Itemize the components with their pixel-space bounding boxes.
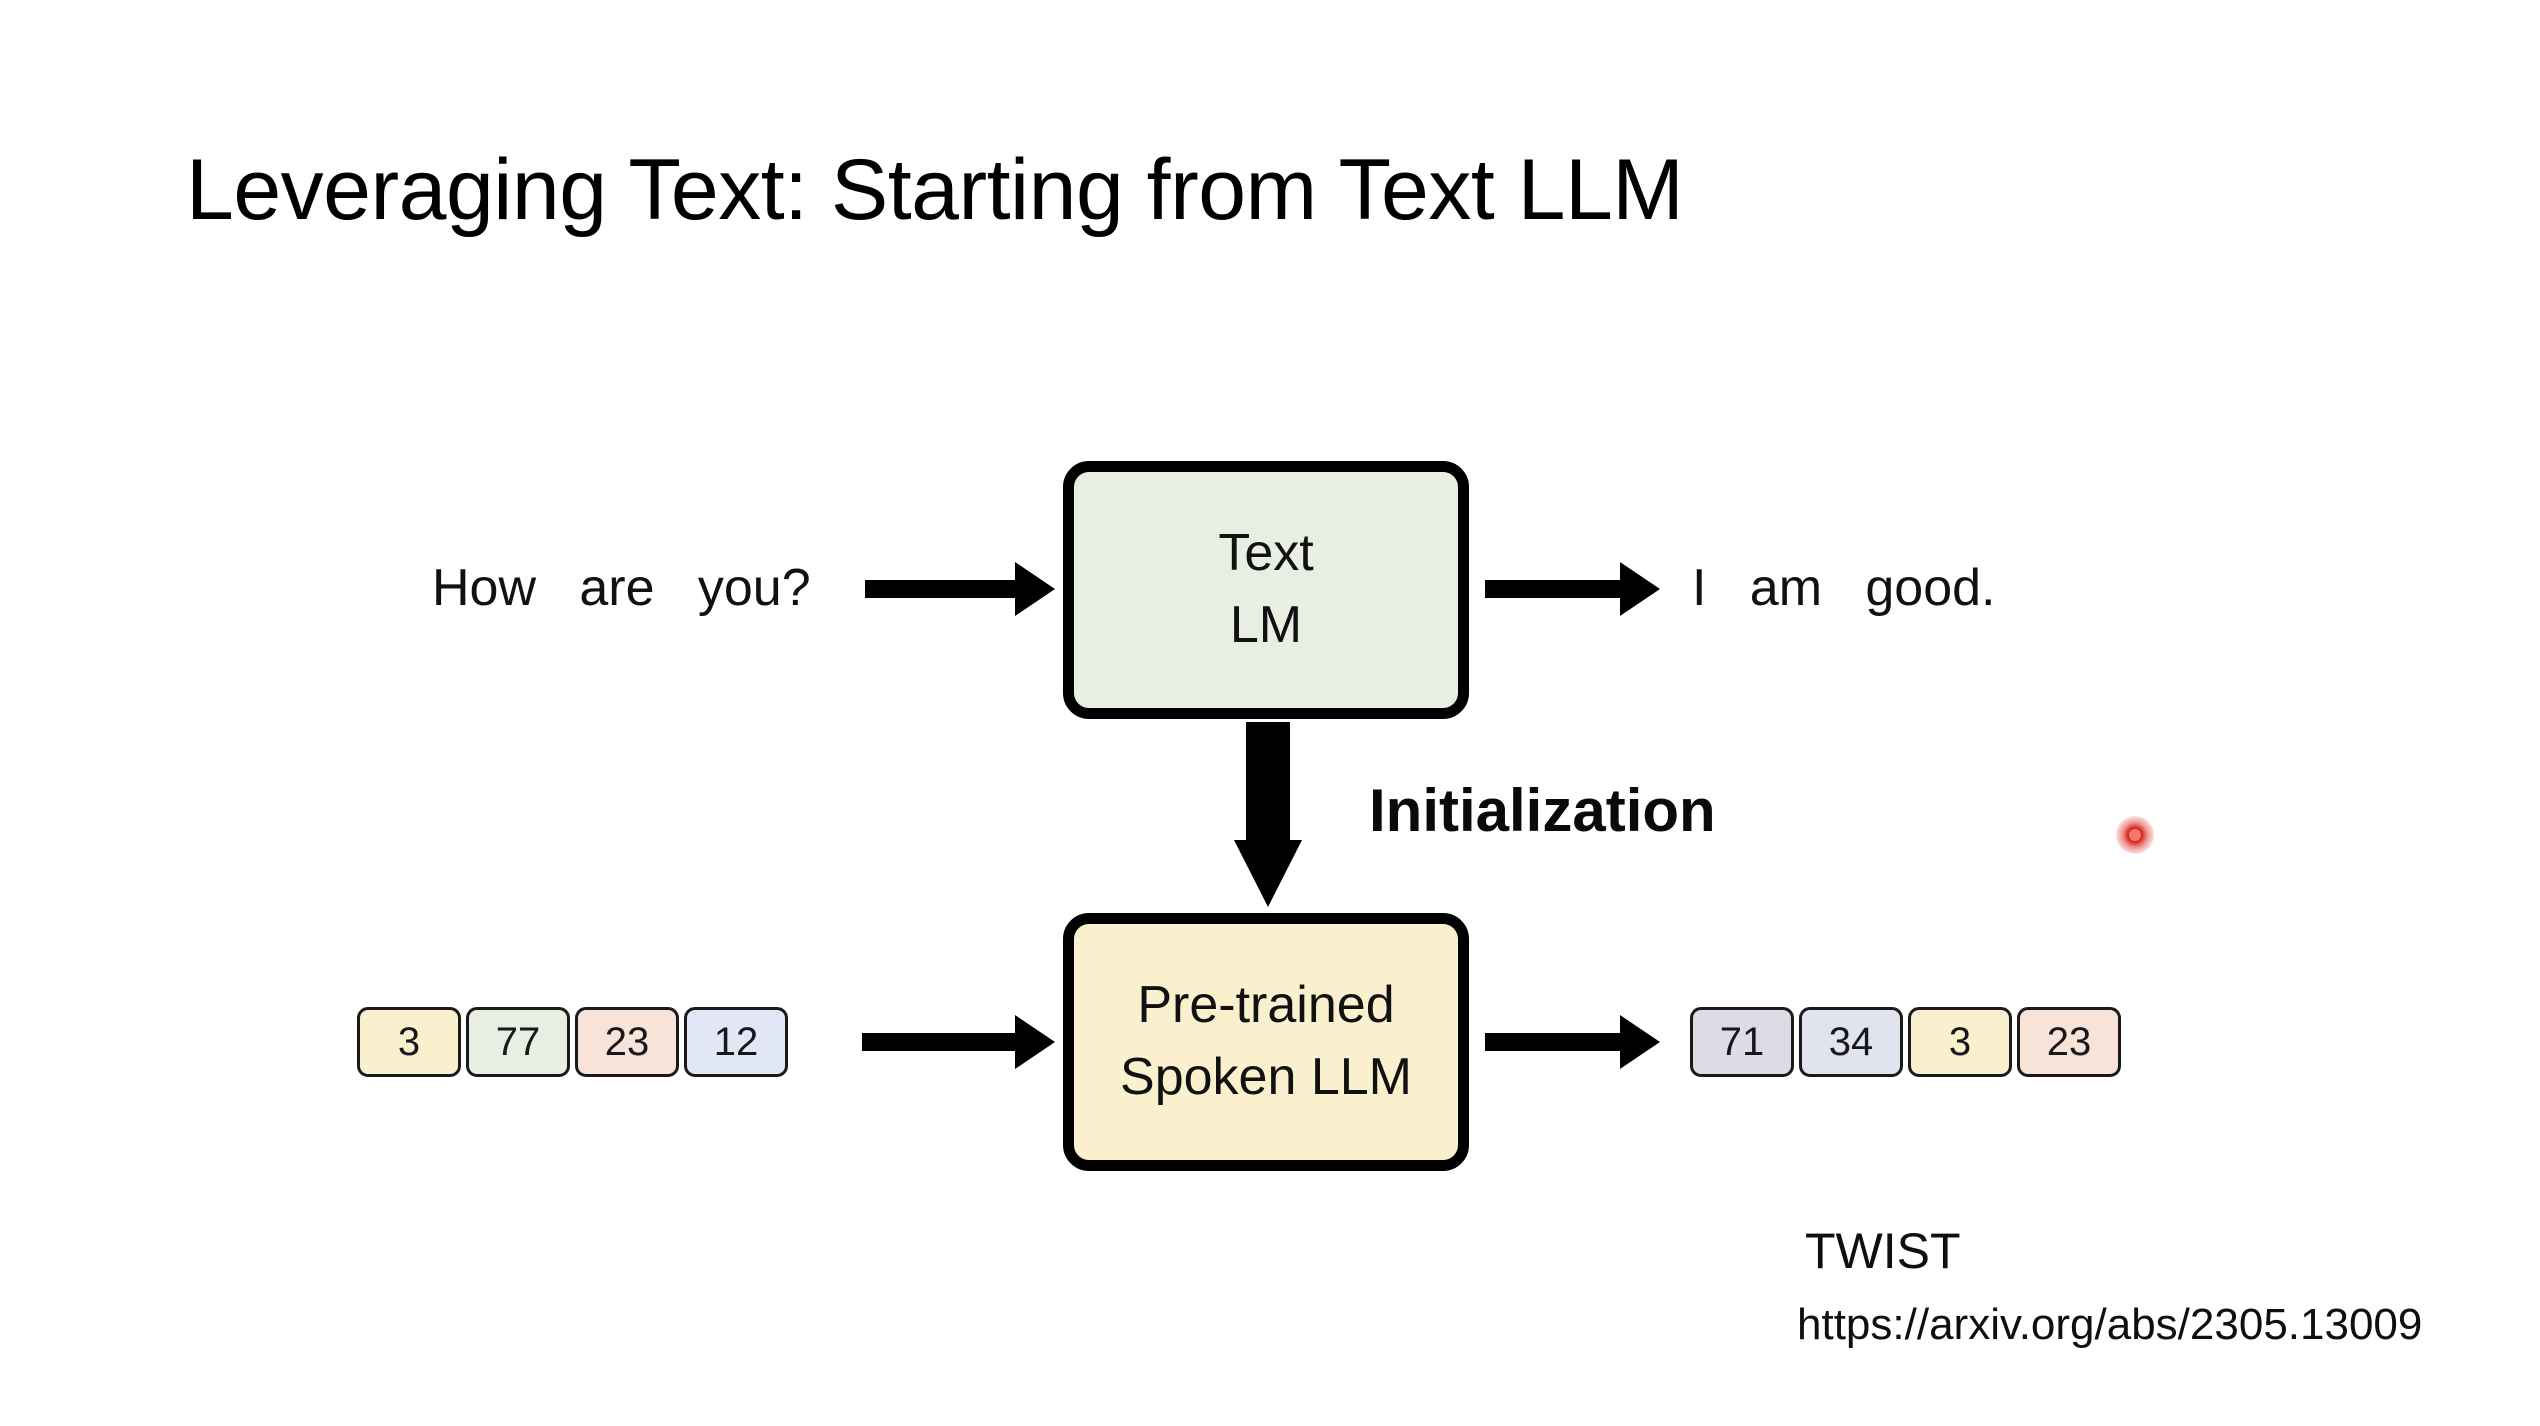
- arrow-head: [1620, 1015, 1660, 1069]
- spoken-llm-label-line1: Pre-trained: [1137, 976, 1395, 1035]
- token-chip[interactable]: 23: [575, 1007, 679, 1077]
- arrow-shaft: [1485, 580, 1620, 598]
- arrow-head: [1015, 562, 1055, 616]
- text-lm-label-line2: LM: [1229, 596, 1303, 654]
- text-output-sentence: I am good.: [1692, 559, 1996, 617]
- arrow-head: [1620, 562, 1660, 616]
- page-title: Leveraging Text: Starting from Text LLM: [186, 142, 1684, 238]
- token-chip[interactable]: 3: [357, 1007, 461, 1077]
- citation-paper-name: TWIST: [1805, 1223, 1961, 1279]
- input-token-strip: 3 77 23 12: [357, 1007, 788, 1077]
- arrow-stem: [1246, 722, 1290, 842]
- citation-url-link[interactable]: https://arxiv.org/abs/2305.13009: [1797, 1300, 2423, 1349]
- initialization-down-arrow-icon: [1234, 722, 1302, 907]
- text-input-sentence: How are you?: [432, 559, 811, 617]
- token-chip[interactable]: 3: [1908, 1007, 2012, 1077]
- token-chip[interactable]: 23: [2017, 1007, 2121, 1077]
- spoken-llm-label-line2: Spoken LLM: [1120, 1048, 1412, 1106]
- arrow-tip: [1234, 840, 1302, 907]
- pretrained-spoken-llm-box[interactable]: Pre-trained Spoken LLM: [1063, 913, 1469, 1171]
- text-lm-label-line1: Text: [1218, 524, 1314, 583]
- text-lm-box[interactable]: Text LM: [1063, 461, 1469, 719]
- token-chip[interactable]: 71: [1690, 1007, 1794, 1077]
- initialization-label: Initialization: [1369, 777, 1716, 844]
- token-chip[interactable]: 34: [1799, 1007, 1903, 1077]
- arrow-head: [1015, 1015, 1055, 1069]
- arrow-shaft: [862, 1033, 1015, 1051]
- token-chip[interactable]: 12: [684, 1007, 788, 1077]
- token-chip[interactable]: 77: [466, 1007, 570, 1077]
- laser-pointer-core: [2129, 829, 2141, 841]
- output-token-strip: 71 34 3 23: [1690, 1007, 2121, 1077]
- arrow-shaft: [1485, 1033, 1620, 1051]
- arrow-shaft: [865, 580, 1015, 598]
- laser-pointer-dot-icon: [2116, 816, 2154, 854]
